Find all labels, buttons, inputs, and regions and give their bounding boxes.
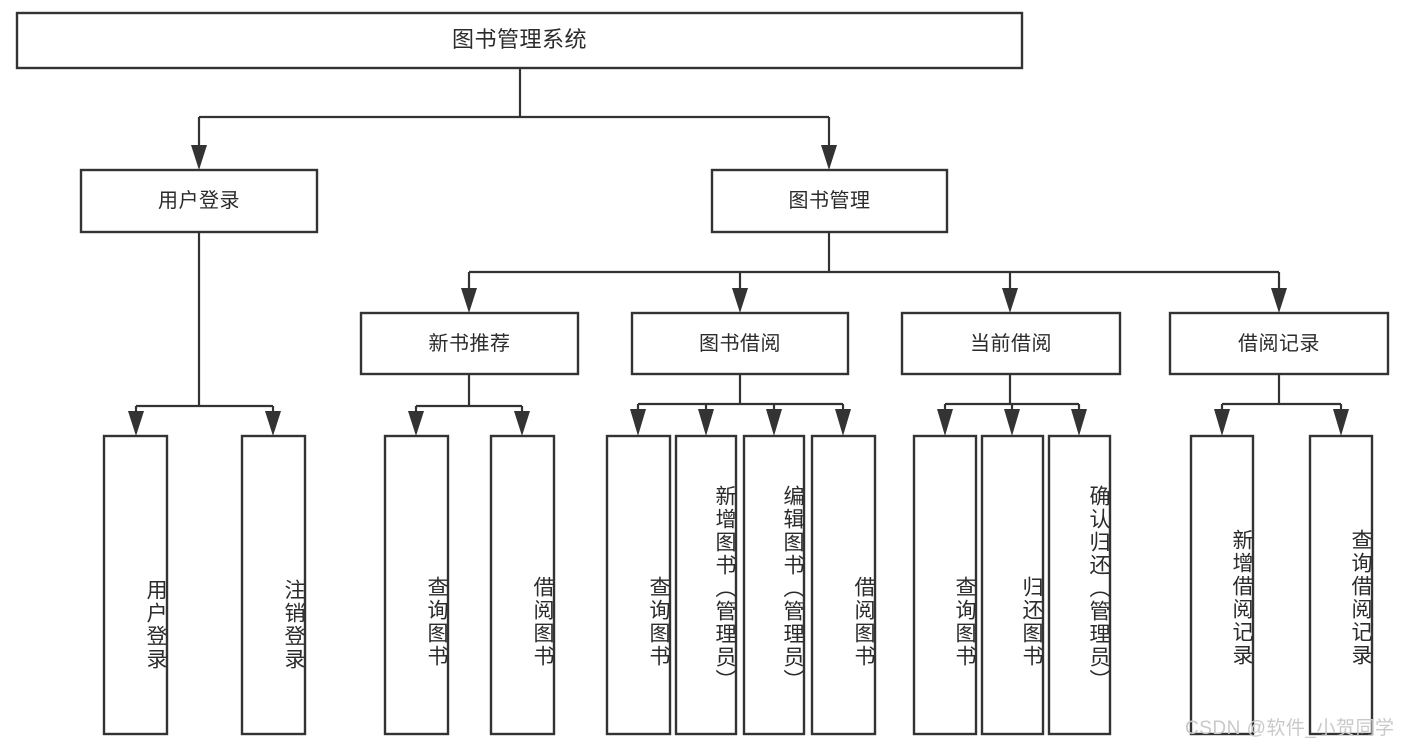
node-box-leaf-return-book[interactable]: [980, 434, 1045, 736]
arrowhead-leaf-query-book-1: [408, 411, 424, 436]
node-box-leaf-add-record[interactable]: [1189, 434, 1255, 736]
node-box-leaf-confirm-return[interactable]: [1047, 434, 1112, 736]
connector-group-borrow-record: [1214, 374, 1349, 436]
node-box-leaf-logout[interactable]: [240, 434, 307, 736]
connector-group-current-borrow: [937, 374, 1087, 436]
connector-group-book-manage: [461, 232, 1287, 313]
node-box-leaf-query-book-2[interactable]: [605, 434, 672, 736]
arrowhead-leaf-add-book: [698, 409, 714, 436]
arrowhead-book-borrow: [732, 288, 748, 313]
arrowhead-leaf-add-record: [1214, 409, 1230, 436]
arrowhead-current-borrow: [1002, 288, 1018, 313]
node-box-user-login[interactable]: [79, 168, 319, 234]
node-box-book-borrow[interactable]: [630, 311, 850, 376]
arrowhead-borrow-record: [1271, 288, 1287, 313]
connector-group-new-book-rec: [408, 374, 530, 436]
node-box-leaf-query-book-3[interactable]: [912, 434, 978, 736]
arrowhead-leaf-query-book-3: [937, 409, 953, 436]
arrowhead-leaf-query-record: [1333, 409, 1349, 436]
node-box-root[interactable]: [15, 11, 1024, 70]
arrowhead-leaf-user-login: [128, 411, 144, 436]
arrowhead-leaf-query-book-2: [630, 409, 646, 436]
arrowhead-leaf-confirm-return: [1071, 409, 1087, 436]
node-box-leaf-edit-book[interactable]: [742, 434, 806, 736]
arrowhead-new-book-rec: [461, 288, 477, 313]
node-box-new-book-rec[interactable]: [359, 311, 580, 376]
node-box-leaf-user-login[interactable]: [102, 434, 169, 736]
arrowhead-user-login: [191, 145, 207, 170]
arrowhead-leaf-borrow-book-2: [835, 409, 851, 436]
node-box-leaf-borrow-book-2[interactable]: [810, 434, 877, 736]
arrowhead-leaf-return-book: [1004, 409, 1020, 436]
arrowhead-book-manage: [821, 145, 837, 170]
node-box-leaf-query-book-1[interactable]: [383, 434, 450, 736]
connector-group-book-borrow: [630, 374, 851, 436]
connector-group-user-login: [128, 232, 281, 436]
node-box-leaf-borrow-book-1[interactable]: [489, 434, 556, 736]
arrowhead-leaf-logout: [265, 411, 281, 436]
arrowhead-leaf-edit-book: [766, 409, 782, 436]
connector-group-root: [191, 68, 837, 170]
node-box-current-borrow[interactable]: [900, 311, 1122, 376]
arrowhead-leaf-borrow-book-1: [514, 411, 530, 436]
node-box-leaf-query-record[interactable]: [1308, 434, 1374, 736]
node-box-leaf-add-book[interactable]: [674, 434, 738, 736]
node-box-book-manage[interactable]: [710, 168, 949, 234]
node-box-borrow-record[interactable]: [1168, 311, 1390, 376]
